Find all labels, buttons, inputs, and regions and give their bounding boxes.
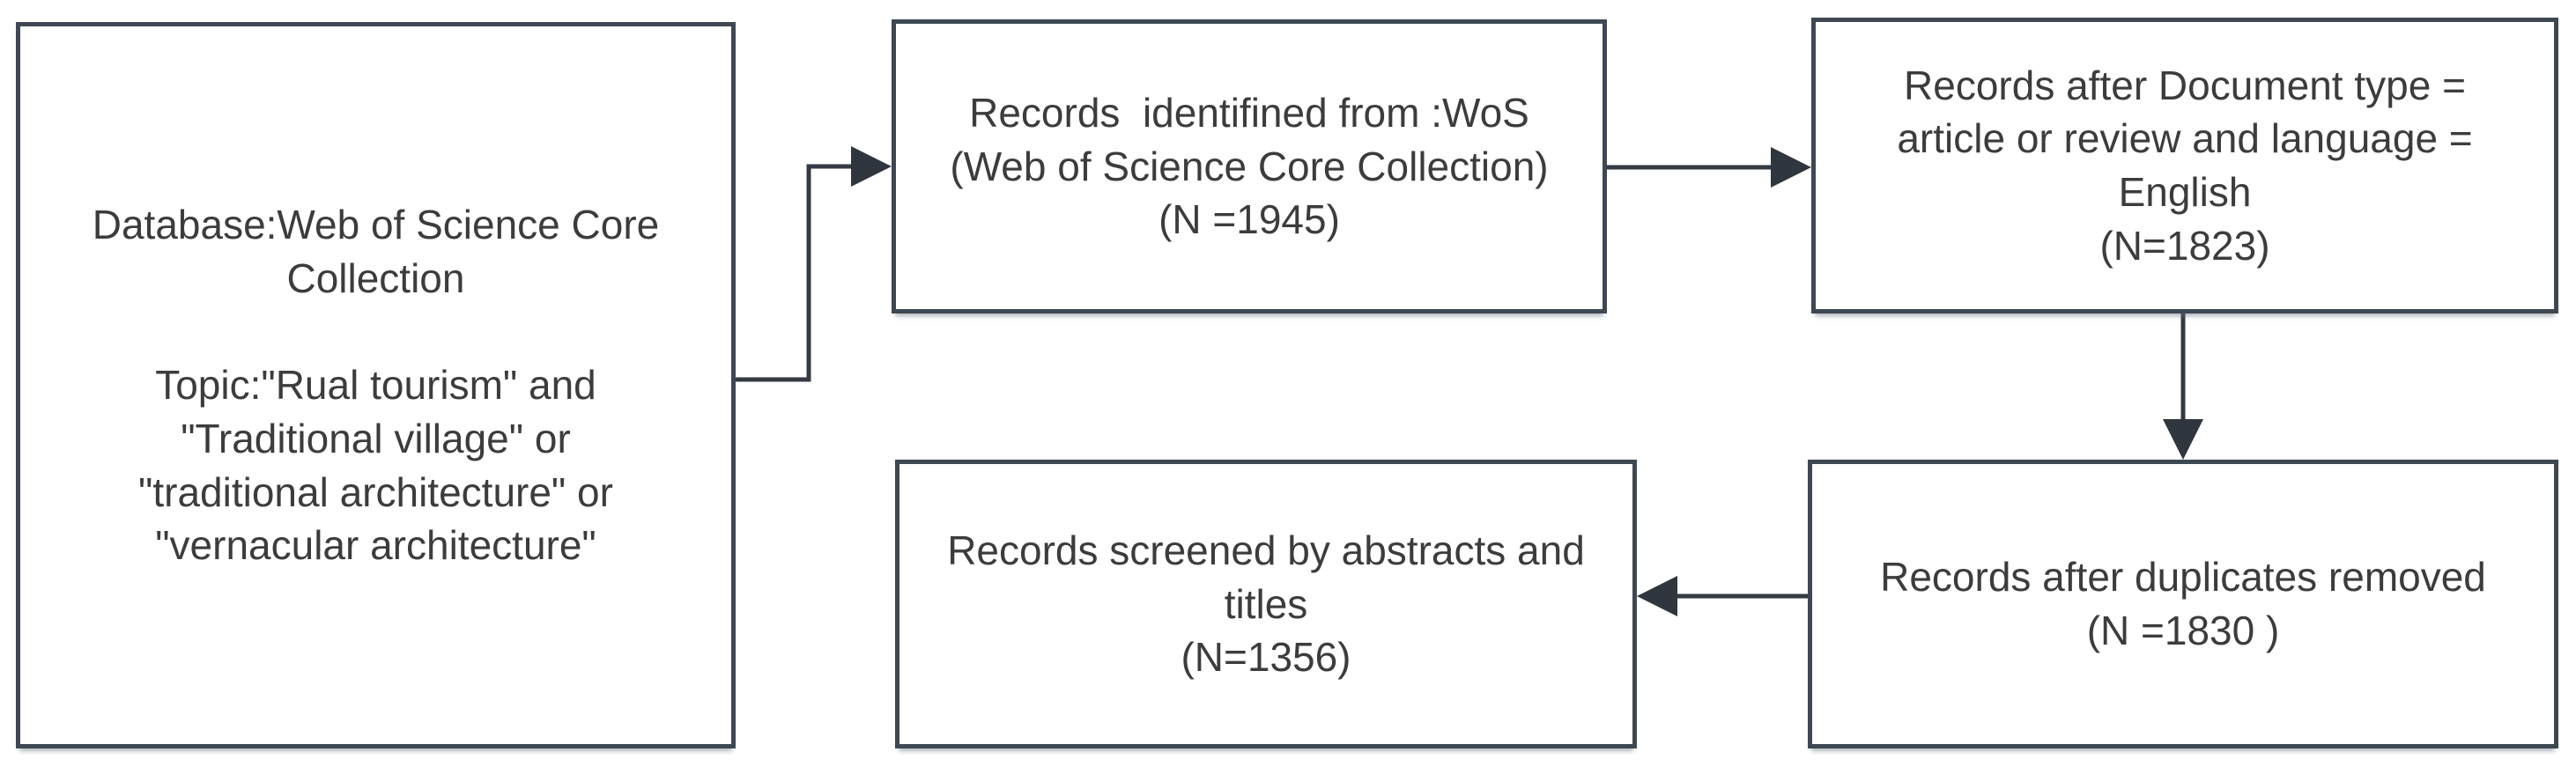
node-duplicates-removed-text: Records after duplicates removed (N =183… bbox=[1880, 554, 2486, 653]
node-duplicates-removed: Records after duplicates removed (N =183… bbox=[1808, 460, 2558, 748]
node-records-identified-text: Records identifined from :WoS (Web of Sc… bbox=[950, 89, 1549, 243]
node-records-identified: Records identifined from :WoS (Web of Sc… bbox=[892, 19, 1607, 313]
arrow-dedup-to-screened-head bbox=[1637, 576, 1677, 616]
arrow-filtered-to-dedup-head bbox=[2163, 419, 2203, 460]
node-database-text: Database:Web of Science Core Collection … bbox=[92, 201, 660, 569]
arrow-database-to-identified-line bbox=[736, 164, 855, 382]
node-doctype-language-filter: Records after Document type = article or… bbox=[1811, 18, 2558, 313]
node-doctype-language-filter-text: Records after Document type = article or… bbox=[1897, 62, 2473, 269]
arrow-database-to-identified-head bbox=[851, 146, 892, 187]
node-database: Database:Web of Science Core Collection … bbox=[16, 22, 736, 748]
arrow-identified-to-filtered-head bbox=[1771, 147, 1811, 188]
node-records-screened: Records screened by abstracts and titles… bbox=[895, 460, 1637, 748]
node-records-screened-text: Records screened by abstracts and titles… bbox=[947, 527, 1585, 681]
